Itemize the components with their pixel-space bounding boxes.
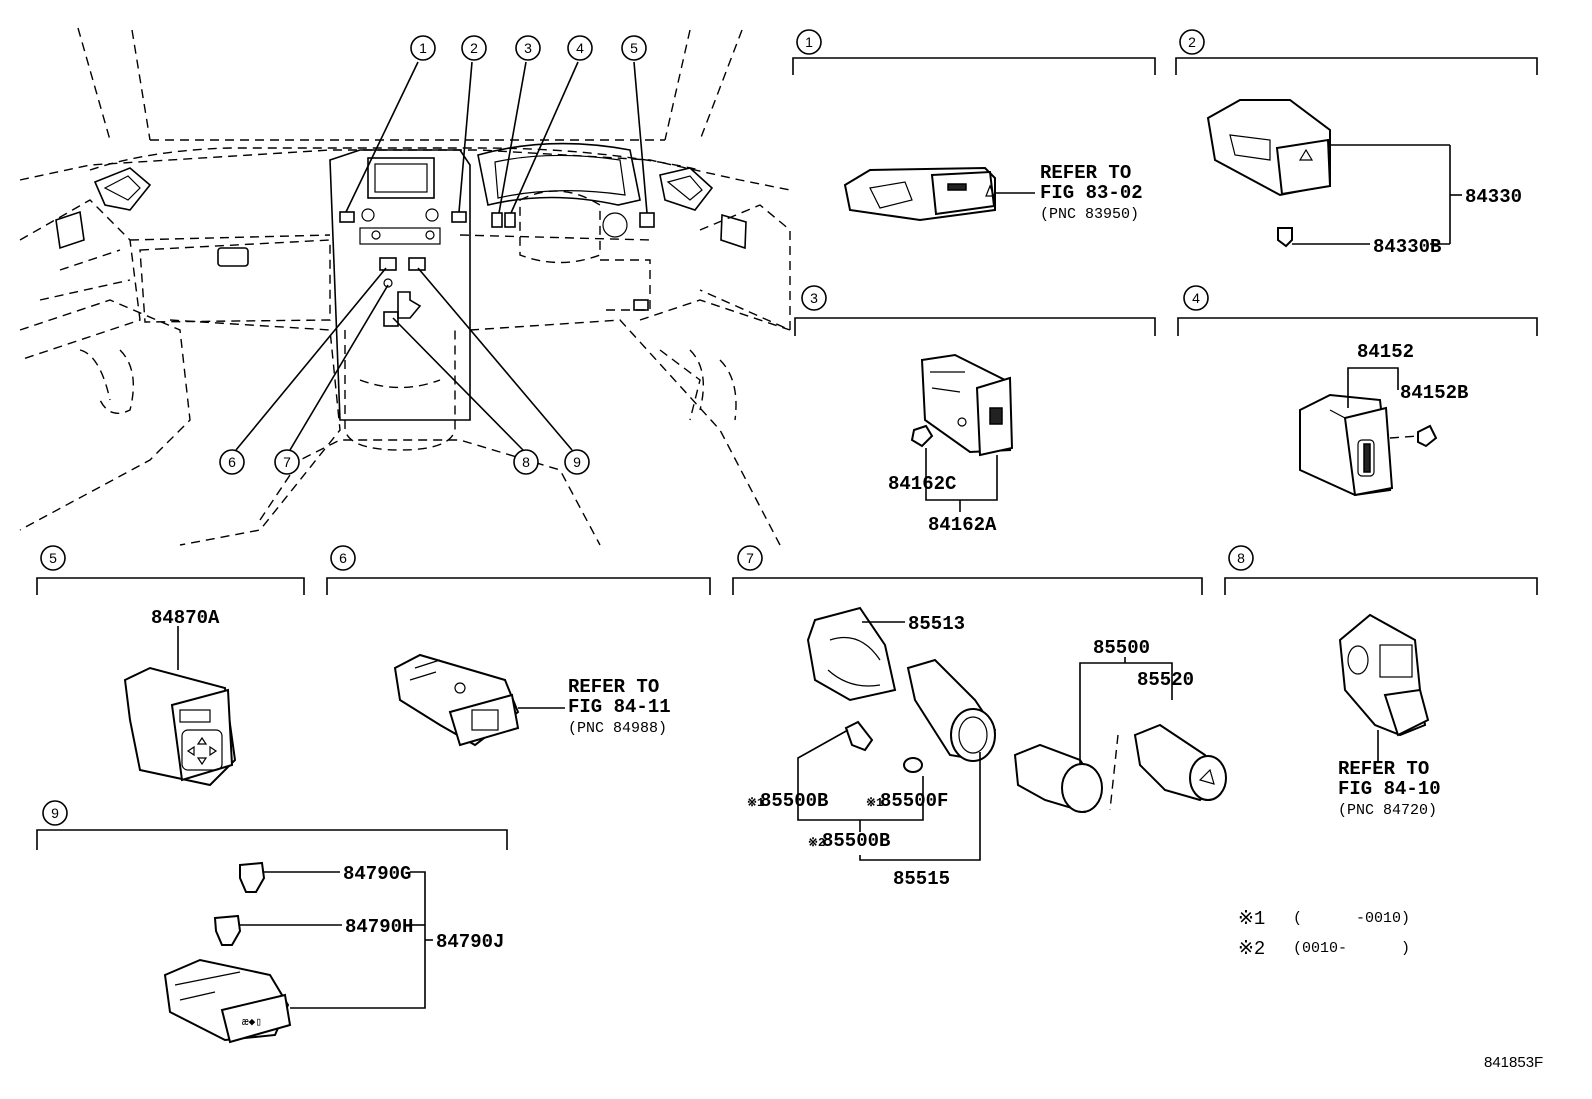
overview-callout-9[interactable]: 9 [564,449,590,475]
holder-85513[interactable] [806,606,897,702]
svg-text:æ◆▯: æ◆▯ [242,1017,262,1029]
s1-refer-line3: (PNC 83950) [1040,206,1139,223]
note-2-text: (0010- ) [1293,940,1410,957]
overview-callout-4[interactable]: 4 [567,35,593,61]
switch-part-1[interactable] [843,166,996,222]
part-85520: 85520 [1137,669,1194,691]
s1-refer-line1: REFER TO [1040,162,1131,184]
switch-part-9[interactable]: æ◆▯ [163,958,292,1044]
section-3: 3 84162C 84162A [794,285,1156,536]
note-2-mark: ※2 [1238,938,1265,960]
note-1-text: ( -0010) [1293,910,1410,927]
section-9: 9 æ◆▯ 84790G 84790H 84790J [36,800,508,1044]
svg-text:7: 7 [283,454,291,470]
svg-text:1: 1 [419,40,427,56]
s6-refer-line3: (PNC 84988) [568,720,667,737]
mirror-switch-part[interactable] [123,666,237,787]
overview-callout-8[interactable]: 8 [513,449,539,475]
switch-part-3[interactable] [920,353,1014,457]
mark1-a: ※1 [747,796,764,810]
part-84152b: 84152B [1400,382,1468,404]
bulb-84330b[interactable] [1277,227,1293,248]
footnotes: ※1 ( -0010) ※2 (0010- ) [1238,908,1410,960]
note-1-mark: ※1 [1238,908,1265,930]
part-84790j: 84790J [436,931,504,953]
part-84162c: 84162C [888,473,956,495]
svg-text:6: 6 [339,550,347,566]
part-85500b-x2: 85500B [822,830,890,852]
section-1: 1 REFER TO FIG 83-02 (PNC 83950) [792,29,1156,223]
lighter-85520[interactable] [1109,723,1227,811]
overview-callout-3[interactable]: 3 [515,35,541,61]
part-85515: 85515 [893,868,950,890]
s6-refer-line1: REFER TO [568,676,659,698]
section-5: 5 84870A [36,545,305,787]
section-8: 8 REFER TO FIG 84-10 (PNC 84720) [1224,545,1538,819]
part-85500: 85500 [1093,637,1150,659]
svg-text:2: 2 [1188,34,1196,50]
s1-refer-line2: FIG 83-02 [1040,182,1143,204]
dashboard-overview: 1 2 3 4 5 6 7 8 9 [19,27,791,546]
svg-text:3: 3 [810,290,818,306]
pin-85500b[interactable] [844,720,874,752]
svg-text:4: 4 [576,40,584,56]
socket-85500[interactable] [1013,743,1103,814]
bulb-84152b[interactable] [1417,424,1438,448]
figure-id: 841853F [1484,1054,1543,1071]
s8-refer-line3: (PNC 84720) [1338,802,1437,819]
part-84330: 84330 [1465,186,1522,208]
svg-text:9: 9 [573,454,581,470]
s8-refer-line1: REFER TO [1338,758,1429,780]
svg-text:4: 4 [1192,290,1200,306]
svg-text:6: 6 [228,454,236,470]
part-85500f: 85500F [880,790,948,812]
section-6: 6 REFER TO FIG 84-11 (PNC 84988) [326,545,711,747]
part-84790g: 84790G [343,863,411,885]
s6-refer-line2: FIG 84-11 [568,696,671,718]
svg-text:1: 1 [805,34,813,50]
part-84870a: 84870A [151,607,220,629]
overview-callout-7[interactable]: 7 [274,449,300,475]
part-84790h: 84790H [345,916,413,938]
s8-refer-line2: FIG 84-10 [1338,778,1441,800]
svg-text:8: 8 [522,454,530,470]
dimmer-switch-part[interactable] [1299,393,1394,497]
part-84162a: 84162A [928,514,997,536]
svg-text:5: 5 [49,550,57,566]
switch-part-8[interactable] [1338,613,1430,737]
overview-callout-6[interactable]: 6 [219,449,245,475]
svg-text:9: 9 [51,805,59,821]
bulb-84790g[interactable] [239,861,266,893]
switch-part-6[interactable] [393,653,520,747]
part-84152: 84152 [1357,341,1414,363]
svg-text:7: 7 [746,550,754,566]
overview-callout-2[interactable]: 2 [461,35,487,61]
svg-text:8: 8 [1237,550,1245,566]
bulb-84162c[interactable] [910,424,934,448]
mark1-b: ※1 [866,796,883,810]
overview-callout-1[interactable]: 1 [410,35,436,61]
section-2: 2 84330 84330B [1175,29,1538,258]
svg-text:5: 5 [630,40,638,56]
svg-text:3: 3 [524,40,532,56]
bulb-85500f[interactable] [903,757,923,773]
part-85500b-x1: 85500B [760,790,828,812]
overview-callout-5[interactable]: 5 [621,35,647,61]
part-85513: 85513 [908,613,965,635]
part-84330b: 84330B [1373,236,1441,258]
section-7: 7 85513 ※1 85500B ※1 85500F ※2 85500B [732,545,1227,890]
section-4: 4 84152 84152B [1177,285,1538,497]
socket-85515[interactable] [906,658,997,762]
bulb-84790h[interactable] [213,914,242,946]
svg-text:2: 2 [470,40,478,56]
mark2: ※2 [808,836,825,850]
hazard-switch-part[interactable] [1206,99,1332,197]
